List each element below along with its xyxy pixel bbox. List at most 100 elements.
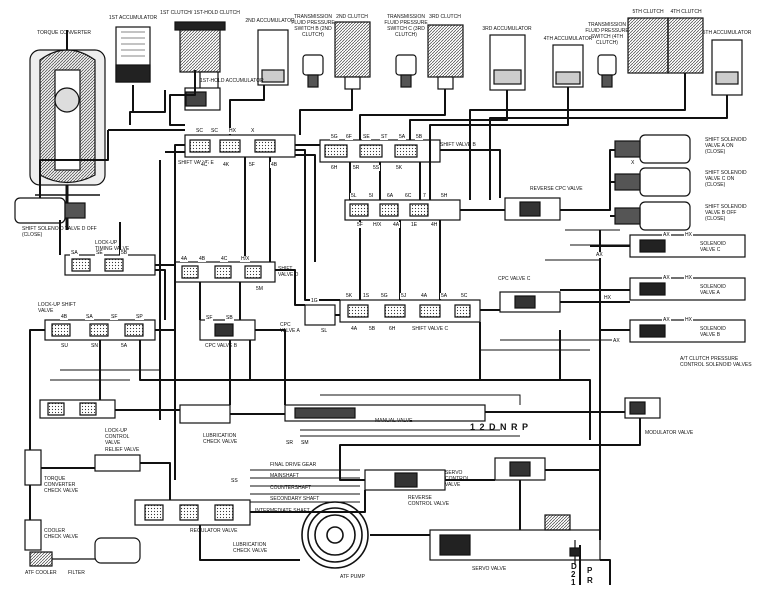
label-manual-d: D	[571, 562, 577, 571]
label-lubrication-check-2: LUBRICATION CHECK VALVE	[233, 542, 268, 554]
label-shift-solenoid-d: SHIFT SOLENOID VALVE D OFF (CLOSE)	[22, 226, 97, 238]
port-tag: 1S	[362, 293, 371, 299]
port-tag: 5B	[120, 250, 129, 256]
port-tag: 4A	[180, 256, 189, 262]
label-at-clutch-solenoid: A/T CLUTCH PRESSURE CONTROL SOLENOID VAL…	[680, 356, 752, 368]
label-shift-solenoid-b: SHIFT SOLENOID VALVE B OFF (CLOSE)	[705, 204, 747, 222]
label-shift-valve-b: SHIFT VALVE B	[440, 142, 476, 148]
port-tag: SE	[362, 134, 371, 140]
label-solenoid-a: SOLENOID VALVE A	[700, 284, 726, 296]
fifth-accumulator-drawing	[711, 39, 743, 96]
port-tag: 5I	[368, 193, 375, 199]
port-tag: 5F	[248, 162, 256, 168]
port-tag: X	[250, 128, 256, 134]
port-tag: 4A	[420, 293, 429, 299]
label-first-accumulator: 1ST ACCUMULATOR	[108, 15, 158, 21]
port-tag: 6A	[386, 193, 395, 199]
label-filter: FILTER	[68, 570, 85, 576]
port-tag: 5G	[330, 134, 339, 140]
port-tag: SC	[195, 128, 204, 134]
third-clutch-drawing	[427, 24, 464, 90]
port-tag: 5K	[395, 165, 404, 171]
port-tag: AX	[662, 275, 671, 281]
label-solenoid-b: SOLENOID VALVE B	[700, 326, 726, 338]
second-clutch-drawing	[334, 21, 371, 90]
port-tag: 6H	[388, 326, 397, 332]
port-tag: 5K	[345, 293, 354, 299]
port-tag: SF	[205, 315, 214, 321]
label-manual-2: 2	[571, 570, 576, 579]
port-tag: H/X	[240, 256, 251, 262]
label-manual-p: P	[587, 566, 593, 575]
label-lubrication-check-1: LUBRICATION CHECK VALVE	[203, 433, 238, 445]
label-third-clutch: 3RD CLUTCH	[429, 14, 461, 20]
label-intermediate-shaft: INTERMEDIATE SHAFT	[255, 508, 310, 514]
torque-converter-drawing	[29, 30, 106, 230]
port-tag: 5R	[352, 165, 361, 171]
port-tag: 5F	[356, 222, 364, 228]
port-tag: 5M	[255, 286, 264, 292]
port-tag: 4K	[222, 162, 231, 168]
manual-shift-lever-drawing	[569, 540, 581, 565]
label-modulator: MODULATOR VALVE	[645, 430, 694, 436]
port-tag: SC	[210, 128, 219, 134]
shift-solenoid-d-drawing	[14, 197, 86, 224]
port-tag: SS	[230, 478, 239, 484]
port-tag: HX	[228, 128, 237, 134]
label-reverse-cpc: REVERSE CPC VALVE	[530, 186, 583, 192]
label-fourth-clutch: 4TH CLUTCH	[670, 9, 702, 15]
label-second-accumulator: 2ND ACCUMULATOR	[245, 18, 295, 24]
port-tag: AX	[662, 317, 671, 323]
second-accumulator-drawing	[257, 29, 289, 86]
label-shift-valve-c: SHIFT VALVE C	[412, 326, 449, 332]
label-lockup-timing: LOCK-UP TIMING VALVE	[95, 240, 130, 252]
label-first-clutch: 1ST CLUTCH/ 1ST-HOLD CLUTCH	[160, 10, 240, 16]
port-tag: SR	[285, 440, 294, 446]
label-reverse-control: REVERSE CONTROL VALVE	[408, 495, 450, 507]
label-secondary-shaft: SECONDARY SHAFT	[270, 496, 320, 502]
label-tfp-switch-3rd: TRANSMISSION FLUID PRESSURE SWITCH C (3R…	[384, 14, 428, 38]
label-shift-solenoid-a: SHIFT SOLENOID VALVE A ON (CLOSE)	[705, 137, 747, 155]
label-first-hold-accumulator: 1ST-HOLD ACCUMULATOR	[200, 78, 264, 84]
port-tag: 5B	[368, 326, 377, 332]
port-tag: HX	[684, 232, 693, 238]
label-regulator: REGULATOR VALVE	[190, 528, 238, 534]
label-cpc-valve-b: CPC VALVE B	[205, 343, 238, 349]
label-second-clutch: 2ND CLUTCH	[336, 14, 368, 20]
shift-solenoids-right	[614, 134, 691, 231]
label-shift-solenoid-c: SHIFT SOLENOID VALVE C ON (CLOSE)	[705, 170, 747, 188]
port-tag: HX	[684, 317, 693, 323]
port-tag: 4H	[430, 222, 439, 228]
third-accumulator-drawing	[489, 34, 526, 91]
port-tag: SN	[90, 343, 99, 349]
port-tag: SU	[60, 343, 69, 349]
port-tag: 5A	[120, 343, 129, 349]
port-tag: HX	[684, 275, 693, 281]
label-lockup-control: LOCK-UP CONTROL VALVE	[105, 428, 130, 446]
label-torque-converter-check: TORQUE CONVERTER CHECK VALVE	[44, 476, 79, 494]
port-tag: 4B	[270, 162, 279, 168]
port-tag: 4B	[60, 314, 69, 320]
at-clutch-solenoid-boxes	[629, 234, 746, 343]
label-cooler-check: COOLER CHECK VALVE	[44, 528, 79, 540]
port-tag: 4C	[200, 162, 209, 168]
tfp-switch-2nd-drawing	[302, 54, 324, 88]
port-tag: 5S	[372, 165, 381, 171]
port-tag: ST	[380, 134, 389, 140]
label-fifth-clutch: 5TH CLUTCH	[632, 9, 664, 15]
port-tag: 5J	[400, 293, 408, 299]
label-tfp-switch-2nd: TRANSMISSION FLUID PRESSURE SWITCH B (2N…	[291, 14, 335, 38]
port-tag: AX	[612, 338, 621, 344]
port-tag: 4A	[392, 222, 401, 228]
valve-spools	[24, 134, 661, 561]
port-tag: SB	[225, 315, 234, 321]
label-manual-valve: MANUAL VALVE	[375, 418, 413, 424]
port-tag: 5A	[440, 293, 449, 299]
port-tag: SF	[110, 314, 119, 320]
label-atf-cooler: ATF COOLER	[25, 570, 57, 576]
first-accumulator-drawing	[115, 26, 151, 83]
label-fourth-accumulator: 4TH ACCUMULATOR	[543, 36, 593, 42]
port-tag: 5G	[380, 293, 389, 299]
label-solenoid-c: SOLENOID VALVE C	[700, 241, 726, 253]
